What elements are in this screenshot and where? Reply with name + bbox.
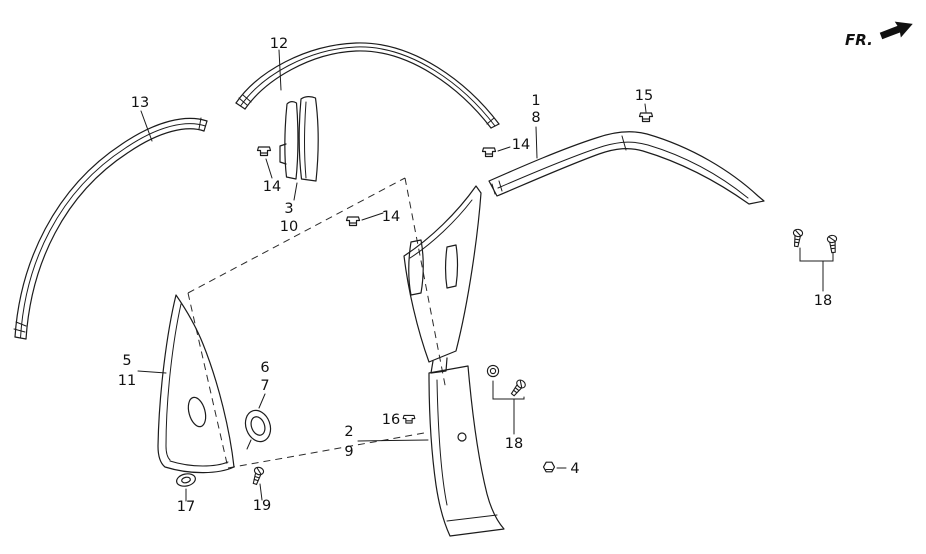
- bracket-18-right: [799, 247, 834, 292]
- door-opening-reference-dashed: [187, 177, 447, 469]
- callout-leader-lines: [137, 49, 647, 502]
- callout-label-4: 4: [570, 461, 579, 477]
- callout-label-3: 3: [284, 201, 293, 217]
- callout-label-7: 7: [260, 378, 269, 394]
- callout-label-11: 11: [118, 373, 136, 389]
- fr-label: FR.: [845, 31, 873, 49]
- clip-14-a: [256, 146, 272, 157]
- clip-14-b: [345, 216, 361, 227]
- grommet-ring-6-7: [244, 409, 272, 450]
- callout-label-12: 12: [270, 36, 288, 52]
- screw-19: [249, 465, 266, 486]
- clip-16: [402, 414, 416, 424]
- callout-label-6: 6: [260, 360, 269, 376]
- weatherstrip-outline-13: [13, 117, 208, 340]
- grommet-icon: [486, 364, 500, 378]
- callout-label-14-a: 14: [263, 179, 281, 195]
- callout-label-13: 13: [131, 95, 149, 111]
- callout-label-16: 16: [382, 412, 400, 428]
- pillar-garnish-outline-1-8: [488, 131, 765, 205]
- bracket-18-center: [492, 380, 525, 435]
- callout-label-2: 2: [344, 424, 353, 440]
- callout-label-14-c: 14: [512, 137, 530, 153]
- callout-label-18-right: 18: [814, 293, 832, 309]
- front-pillar-lower-trim-5-11: [157, 294, 235, 474]
- oval-grommet-17: [176, 473, 196, 487]
- weatherstrip-outline-12: [235, 42, 500, 129]
- screw-icon: [508, 377, 528, 399]
- screw-icon: [791, 228, 804, 248]
- callout-label-15: 15: [635, 88, 653, 104]
- callout-labels: 12 13 14 3 10 14 14 1 8 15 5 11 6 7 2 9 …: [118, 36, 832, 515]
- garnish-outline-3-10: [279, 96, 319, 182]
- callout-label-9: 9: [344, 444, 353, 460]
- center-pillar-upper-trim: [403, 185, 482, 374]
- center-pillar-lower-trim-2-9: [428, 365, 505, 537]
- callout-label-19: 19: [253, 498, 271, 514]
- callout-label-10: 10: [280, 219, 298, 235]
- screw-icon: [826, 234, 839, 254]
- callout-label-5: 5: [122, 353, 131, 369]
- hex-nut-4: [542, 461, 556, 473]
- callout-label-17: 17: [177, 499, 195, 515]
- callout-label-8: 8: [531, 110, 540, 126]
- clip-15: [638, 112, 654, 123]
- clip-14-c: [481, 147, 497, 158]
- fr-arrow-icon: [879, 21, 913, 40]
- callout-label-18-center: 18: [505, 436, 523, 452]
- screw-pair-18-right: [791, 228, 839, 254]
- callout-label-14-b: 14: [382, 209, 400, 225]
- fr-direction-indicator: FR.: [845, 21, 913, 49]
- callout-label-1: 1: [531, 93, 540, 109]
